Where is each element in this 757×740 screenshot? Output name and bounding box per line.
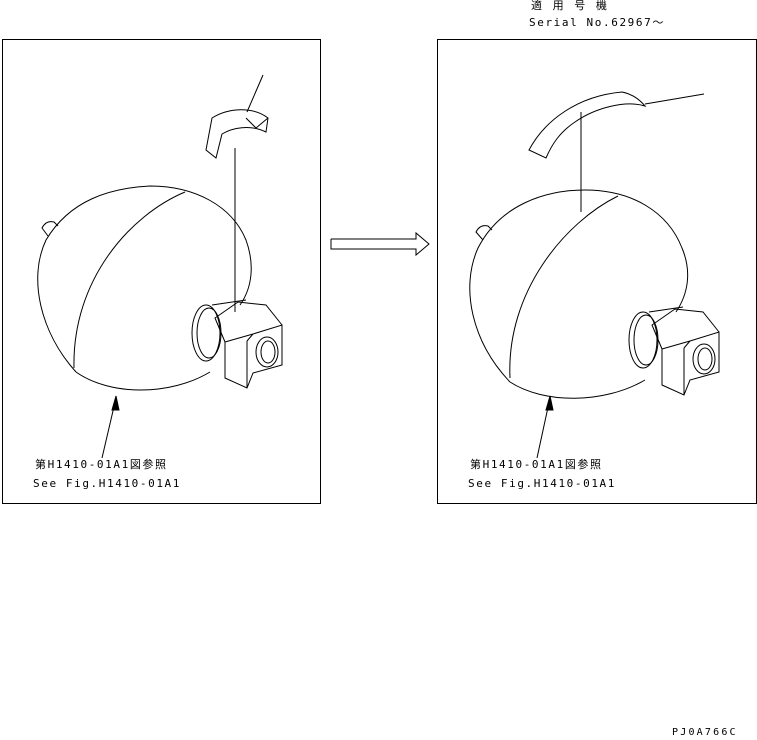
right-sphere-bottom <box>510 380 645 398</box>
right-leader-top <box>645 94 704 104</box>
right-hex-nut-edge-2 <box>684 341 690 348</box>
transition-arrow-outline <box>331 233 429 255</box>
right-figure-ref-jp: 第H1410-01A1図参照 <box>470 458 603 471</box>
right-figure-ref-en: See Fig.H1410-01A1 <box>468 477 617 490</box>
left-label-decal <box>206 110 268 158</box>
left-nut-bore-inner <box>261 341 275 363</box>
left-accumulator-assembly <box>38 75 282 458</box>
left-panel-frame <box>2 39 321 504</box>
right-hex-nut-face <box>662 332 719 395</box>
right-label-decal <box>529 92 645 158</box>
serial-number-label: Serial No.62967～ <box>529 16 665 29</box>
right-nut-bore <box>693 344 715 374</box>
left-sphere-seam <box>74 192 185 368</box>
right-accumulator-assembly <box>470 92 719 458</box>
left-label-fold <box>246 118 268 128</box>
left-port-top <box>212 300 246 305</box>
left-port-ring-inner <box>197 308 221 358</box>
right-stub <box>476 226 492 240</box>
left-nut-bore <box>256 337 278 367</box>
left-hex-nut-face <box>225 325 282 388</box>
left-figure-ref-jp: 第H1410-01A1図参照 <box>35 458 168 471</box>
left-port-ring-outer <box>192 305 220 361</box>
left-stub <box>42 222 58 236</box>
transition-arrow <box>331 233 429 255</box>
right-port-top <box>649 307 683 312</box>
left-sphere-outline <box>38 186 252 372</box>
left-hex-nut-top <box>215 302 282 342</box>
right-port-ring-outer <box>629 312 657 368</box>
applicable-serial-heading: 適 用 号 機 <box>531 0 609 12</box>
left-figure-ref-en: See Fig.H1410-01A1 <box>33 477 182 490</box>
right-nut-bore-inner <box>698 348 712 370</box>
right-hex-nut-top <box>652 309 719 349</box>
right-sphere-seam <box>510 196 618 378</box>
left-leader-top <box>247 75 263 112</box>
left-sphere-bottom <box>76 372 210 390</box>
left-hex-nut-edge-2 <box>247 334 253 341</box>
left-ref-arrow-head <box>112 396 119 410</box>
right-port-ring-inner <box>634 315 658 365</box>
right-ref-arrow-head <box>546 396 553 410</box>
right-sphere-outline <box>470 190 688 382</box>
drawing-code: PJ0A766C <box>672 727 738 738</box>
